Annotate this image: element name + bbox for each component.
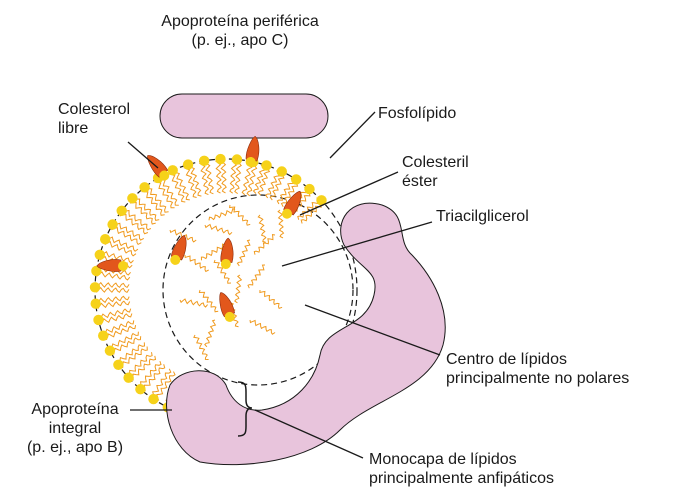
peripheral-apoprotein-label-line1: Apoproteína periférica xyxy=(140,12,340,31)
phospholipid-head xyxy=(91,299,101,309)
phospholipid-head xyxy=(90,282,100,292)
lipid-tail xyxy=(95,288,129,293)
hydroxyl-head xyxy=(118,261,128,271)
phospholipid-head xyxy=(168,165,178,175)
phospholipid-head xyxy=(215,154,225,164)
cholesterol-molecule xyxy=(220,238,235,270)
lipid-tail xyxy=(120,213,148,234)
phospholipid-head xyxy=(93,315,103,325)
integral-apoprotein-label-line3: (p. ej., apo B) xyxy=(0,438,150,457)
peripheral-apoprotein xyxy=(160,94,328,138)
phospholipid-head xyxy=(277,166,287,176)
lipid-tail xyxy=(142,189,165,215)
core-lipid-chain xyxy=(254,235,275,255)
core-label-line2: principalmente no polares xyxy=(446,369,629,388)
phospholipid-head xyxy=(199,156,209,166)
lipid-tail xyxy=(200,161,209,194)
phospholipid-head xyxy=(139,182,149,192)
integral-apoprotein xyxy=(167,203,446,464)
core-lipid-chain xyxy=(209,209,235,221)
integral-apoprotein-label-line1: Apoproteína xyxy=(0,400,150,419)
phospholipid-head xyxy=(98,331,108,341)
cholesterol-body xyxy=(246,135,262,161)
cholesteryl-ester-label-line1: Colesteril xyxy=(402,153,469,172)
phospholipid-head xyxy=(117,206,127,216)
core-label-line1: Centro de lípidos xyxy=(446,350,629,369)
phospholipid-label: Fosfolípido xyxy=(378,104,456,123)
core-lipid-chain xyxy=(250,320,275,334)
free-cholesterol-label: Colesterol libre xyxy=(58,100,130,138)
core-lipid-chain xyxy=(180,299,208,307)
core-lipid-chain xyxy=(199,290,218,312)
core-label: Centro de lípidos principalmente no pola… xyxy=(446,350,629,388)
phospholipid-head xyxy=(304,184,314,194)
lipid-tail xyxy=(155,179,175,208)
phospholipid-head xyxy=(127,193,137,203)
lipid-tail xyxy=(146,186,169,212)
monolayer-label-line2: principalmente anfipáticos xyxy=(369,469,554,488)
phospholipid-head xyxy=(113,360,123,370)
core-lipid-chain xyxy=(205,225,232,235)
phospholipid-head xyxy=(107,219,117,229)
core-lipid-chain xyxy=(237,240,250,266)
cholesteryl-ester-label-line2: éster xyxy=(402,172,469,191)
free-cholesterol-label-line1: Colesterol xyxy=(58,100,130,119)
monolayer-label-line1: Monocapa de lípidos xyxy=(369,450,554,469)
phospholipid-head xyxy=(95,250,105,260)
phospholipid-head xyxy=(105,346,115,356)
cholesterol-molecule xyxy=(216,290,238,323)
cholesterol-molecule xyxy=(97,259,128,271)
monolayer-label: Monocapa de lípidos principalmente anfip… xyxy=(369,450,554,488)
integral-apoprotein-label: Apoproteína integral (p. ej., apo B) xyxy=(0,400,150,457)
phospholipid-head xyxy=(100,234,110,244)
lipid-tail xyxy=(96,301,130,308)
core-lipid-chain xyxy=(205,320,216,347)
integral-apoprotein-label-line2: integral xyxy=(0,419,150,438)
peripheral-apoprotein-label-line2: (p. ej., apo C) xyxy=(140,31,340,50)
core-lipid-chain xyxy=(260,290,282,308)
core-lipid-chain xyxy=(235,275,242,303)
phospholipid-head xyxy=(183,159,193,169)
triacylglycerol-chains xyxy=(170,205,284,360)
phospholipid-head xyxy=(291,174,301,184)
phospholipid-head xyxy=(232,154,242,164)
core-lipid-chain xyxy=(258,215,266,242)
core-lipid-chain xyxy=(185,255,209,271)
lipid-tail xyxy=(95,283,129,288)
phospholipid-head xyxy=(135,384,145,394)
cholesteryl-ester-label: Colesteril éster xyxy=(402,153,469,191)
peripheral-apoprotein-label: Apoproteína periférica (p. ej., apo C) xyxy=(140,12,340,50)
phospholipid-head xyxy=(261,160,271,170)
phospholipid-head xyxy=(123,373,133,383)
free-cholesterol-label-line2: libre xyxy=(58,119,130,138)
triacylglycerol-label: Triacilglicerol xyxy=(436,207,529,226)
core-lipid-chain xyxy=(248,265,265,288)
cholesterol-body xyxy=(220,238,234,263)
lipid-tail xyxy=(127,352,152,376)
